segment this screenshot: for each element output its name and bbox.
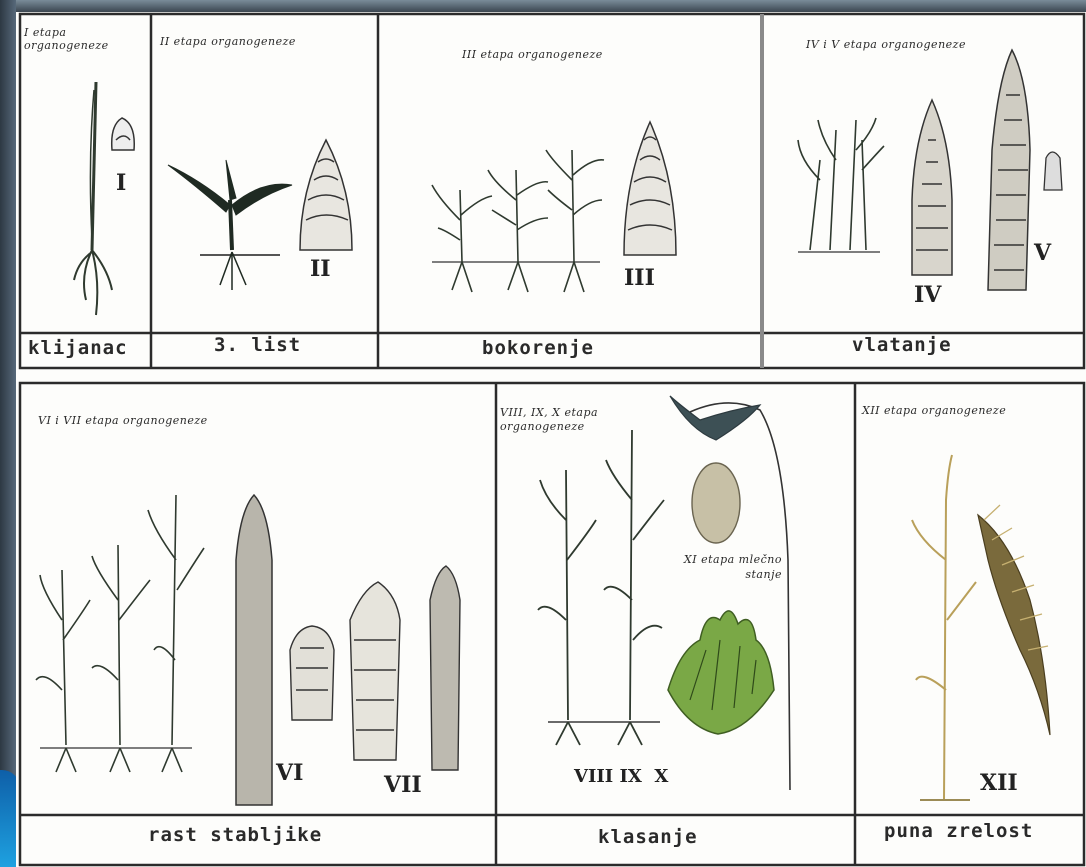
label-klasanje: klasanje	[598, 826, 698, 848]
label-rast-stabljike: rast stabljike	[148, 824, 322, 846]
apex-III-sketch	[624, 122, 676, 255]
stem-growth-plants-illustration	[36, 495, 204, 772]
label-klijanac: klijanac	[28, 337, 128, 359]
apex-V-sketch	[988, 50, 1030, 290]
spikelet-small-sketch	[1044, 152, 1062, 190]
numerals-VIII-IX-X: VIII IX X	[574, 766, 668, 787]
milk-stage-grain-sketch	[670, 396, 760, 543]
heading-stalk	[690, 403, 790, 790]
numeral-III: III	[624, 265, 655, 291]
numeral-VI: VI	[276, 760, 303, 786]
apex-VI-column-sketch	[236, 495, 272, 805]
bottom-row-border	[20, 383, 1084, 865]
numeral-I: I	[116, 170, 126, 196]
seedling-illustration	[74, 82, 112, 315]
tillering-plants-illustration	[432, 150, 604, 292]
ripe-plant-illustration	[912, 455, 976, 800]
label-vlatanje: vlatanje	[852, 334, 952, 356]
stage-XII-heading: XII etapa organogeneze	[862, 404, 1006, 417]
spikelet-VI-sketch	[290, 626, 334, 720]
stage-VIII-X-heading: VIII, IX, X etapa organogeneze	[500, 406, 648, 434]
label-puna-zrelost: puna zrelost	[884, 820, 1033, 842]
heading-plants-illustration	[538, 430, 664, 745]
three-leaf-plant-illustration	[168, 160, 292, 290]
spikelet-VII-sketch	[350, 582, 400, 760]
numeral-V: V	[1034, 240, 1051, 266]
stage-II-heading: II etapa organogeneze	[160, 35, 296, 48]
stage-XI-note: XI etapa mlečno stanje	[652, 552, 782, 582]
numeral-VII: VII	[384, 772, 422, 798]
shooting-plants-illustration	[798, 118, 884, 252]
apex-II-sketch	[300, 140, 352, 250]
apex-I-sketch	[112, 118, 135, 150]
bottom-row-grid	[20, 383, 1084, 865]
ear-VII-sketch	[430, 566, 460, 770]
apex-IV-sketch	[912, 100, 952, 275]
stage-III-heading: III etapa organogeneze	[462, 48, 603, 61]
label-3-list: 3. list	[214, 334, 301, 356]
numeral-IV: IV	[914, 282, 941, 308]
numeral-XII: XII	[980, 770, 1018, 796]
ear-head-green-sketch	[668, 611, 774, 734]
numeral-II: II	[310, 256, 331, 282]
stage-I-heading: I etapa organogeneze	[24, 26, 144, 52]
stage-VI-VII-heading: VI i VII etapa organogeneze	[38, 414, 208, 427]
label-bokorenje: bokorenje	[482, 337, 594, 359]
ripe-ear-sketch	[978, 505, 1050, 735]
stage-IV-V-heading: IV i V etapa organogeneze	[806, 38, 966, 51]
